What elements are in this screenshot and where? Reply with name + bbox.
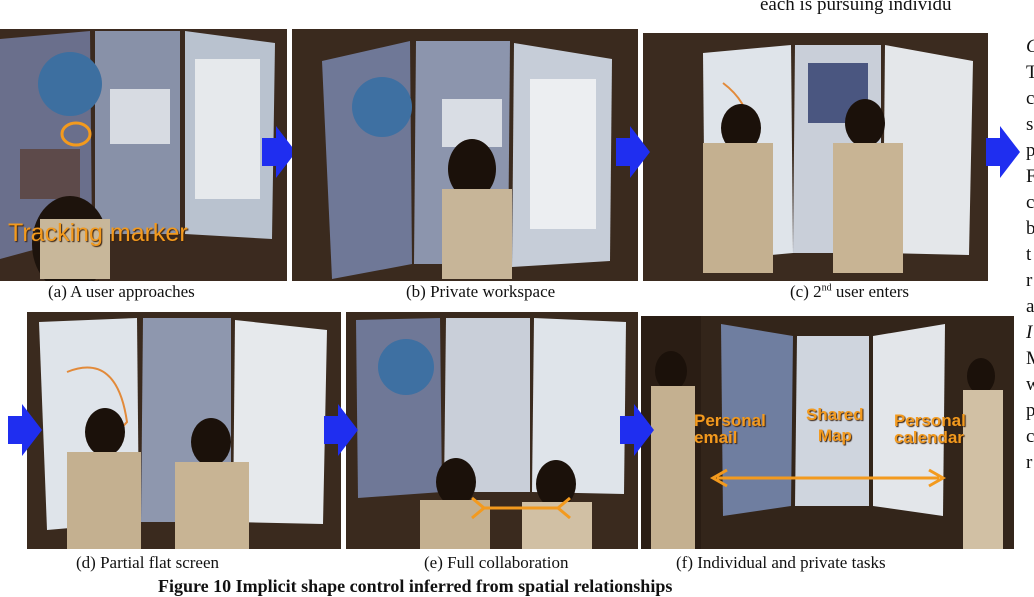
right-column-text: C T c s p F c b t r a I M w p c r bbox=[1026, 34, 1034, 476]
right-col-letter: M bbox=[1026, 346, 1034, 372]
caption-b: (b) Private workspace bbox=[406, 282, 556, 301]
personal-calendar-line1: Personal bbox=[894, 411, 966, 430]
right-col-letter: p bbox=[1026, 400, 1034, 421]
right-col-letter: p bbox=[1026, 140, 1034, 161]
photo-panel-d bbox=[27, 312, 341, 549]
caption-a: (a) A user approaches bbox=[48, 282, 195, 301]
photo-panel-a bbox=[0, 29, 287, 281]
right-col-letter: a bbox=[1026, 296, 1034, 317]
right-col-letter: F bbox=[1026, 166, 1034, 187]
photo-panel-b bbox=[292, 29, 638, 281]
right-col-letter: c bbox=[1026, 192, 1034, 213]
arrow-right-icon bbox=[616, 126, 650, 178]
photo-panel-e bbox=[346, 312, 638, 549]
right-col-letter: t bbox=[1026, 244, 1032, 265]
arrow-right-icon bbox=[620, 404, 654, 456]
figure-title: Figure 10 Implicit shape control inferre… bbox=[158, 576, 673, 596]
right-col-letter: r bbox=[1026, 270, 1033, 291]
tracking-marker-label: Tracking marker bbox=[8, 219, 188, 247]
body-text-fragment: each is pursuing individu bbox=[760, 0, 952, 15]
personal-calendar-line2: calendar bbox=[894, 428, 964, 447]
photo-panel-f bbox=[641, 316, 1014, 549]
arrow-right-icon bbox=[324, 404, 358, 456]
caption-c-prefix: (c) 2 bbox=[790, 282, 822, 301]
arrow-right-icon bbox=[262, 126, 296, 178]
right-col-letter: C bbox=[1026, 34, 1034, 60]
right-col-letter: w bbox=[1026, 374, 1034, 395]
personal-email-line1: Personal bbox=[694, 411, 766, 430]
shared-map-label: Shared Map bbox=[806, 406, 864, 444]
arrow-right-icon bbox=[8, 404, 42, 456]
caption-c-suffix: user enters bbox=[831, 282, 910, 301]
right-col-letter: s bbox=[1026, 114, 1034, 135]
caption-c: (c) 2nd user enters bbox=[790, 282, 909, 302]
caption-c-sup: nd bbox=[821, 282, 832, 294]
personal-email-line2: email bbox=[694, 428, 738, 447]
shared-map-line2: Map bbox=[817, 426, 852, 445]
personal-calendar-label: Personal calendar bbox=[894, 412, 966, 446]
arrow-right-icon bbox=[986, 126, 1020, 178]
shared-map-line1: Shared bbox=[806, 405, 864, 424]
caption-e: (e) Full collaboration bbox=[424, 553, 569, 572]
caption-f: (f) Individual and private tasks bbox=[676, 553, 886, 572]
right-col-letter: I bbox=[1026, 322, 1033, 343]
right-col-letter: c bbox=[1026, 426, 1034, 447]
right-col-letter: T bbox=[1026, 62, 1034, 83]
photo-panel-c bbox=[643, 33, 988, 281]
right-col-letter: r bbox=[1026, 452, 1033, 473]
right-col-letter: b bbox=[1026, 218, 1034, 239]
personal-email-label: Personal email bbox=[694, 412, 766, 446]
caption-d: (d) Partial flat screen bbox=[76, 553, 220, 572]
right-col-letter: c bbox=[1026, 88, 1034, 109]
